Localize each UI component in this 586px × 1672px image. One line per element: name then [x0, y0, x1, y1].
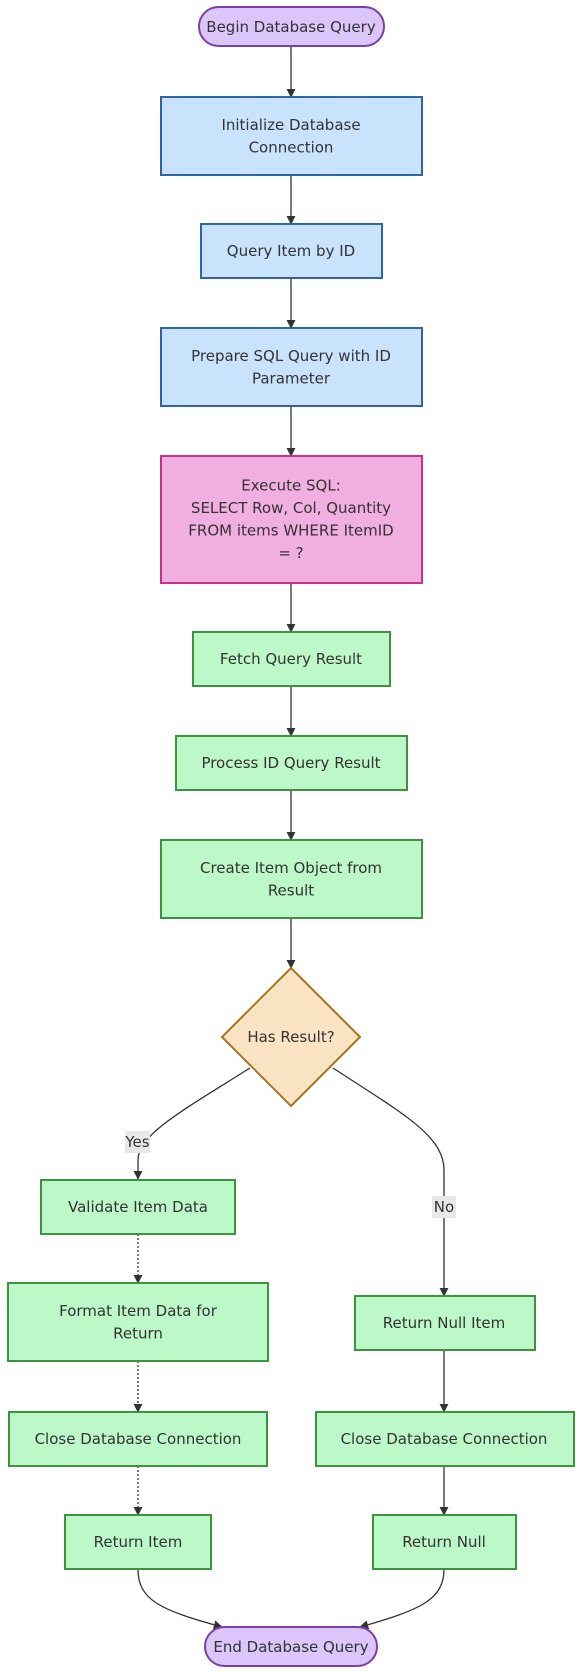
edge-label-no: No	[434, 1198, 454, 1216]
node-label-line: Execute SQL:	[241, 476, 341, 494]
node-close-right-label: Close Database Connection	[341, 1430, 548, 1448]
node-process-result	[175, 735, 408, 791]
node-label-line: Close Database Connection	[341, 1430, 548, 1448]
node-init-connection	[160, 96, 423, 176]
node-label-line: Begin Database Query	[206, 18, 376, 36]
node-label-line: Return Null	[402, 1533, 486, 1551]
node-execute-sql	[160, 455, 423, 584]
node-label-line: Connection	[249, 138, 334, 156]
node-format	[7, 1282, 269, 1362]
node-validate-label: Validate Item Data	[68, 1198, 208, 1216]
node-label-line: Fetch Query Result	[220, 650, 362, 668]
node-return-null	[372, 1514, 517, 1570]
node-label-line: Has Result?	[247, 1028, 334, 1046]
node-prepare-sql-label: Prepare SQL Query with ID Parameter	[191, 347, 391, 388]
nodes: Begin Database Query Initialize Database…	[7, 6, 575, 1667]
node-fetch-result-label: Fetch Query Result	[220, 650, 362, 668]
node-fetch-result	[192, 631, 391, 687]
edge-decision-yes	[133, 1067, 251, 1180]
node-process-result-label: Process ID Query Result	[201, 754, 380, 772]
node-label-line: Initialize Database	[221, 116, 360, 134]
node-create-item	[160, 839, 423, 919]
node-label-line: Return	[113, 1324, 163, 1342]
node-close-left-label: Close Database Connection	[35, 1430, 242, 1448]
node-has-result-label: Has Result?	[247, 1028, 334, 1046]
node-begin	[198, 6, 385, 47]
node-label-line: Query Item by ID	[227, 242, 355, 260]
node-prepare-sql	[160, 327, 423, 407]
node-label-line: Prepare SQL Query with ID	[191, 347, 391, 365]
node-label-line: End Database Query	[213, 1638, 368, 1656]
node-label-line: Result	[268, 881, 314, 899]
node-label-line: Validate Item Data	[68, 1198, 208, 1216]
edge-return-item-end	[137, 1568, 223, 1630]
node-return-null-item-label: Return Null Item	[383, 1314, 506, 1332]
node-label-line: Return Null Item	[383, 1314, 506, 1332]
edges	[133, 46, 449, 1630]
node-return-item-label: Return Item	[94, 1533, 183, 1551]
edge-label-no-group: No	[432, 1196, 456, 1218]
edge-label-yes-group: Yes	[124, 1131, 150, 1153]
node-label-line: Parameter	[252, 369, 331, 387]
node-return-item	[64, 1514, 212, 1570]
node-label-line: = ?	[278, 544, 303, 562]
node-label-line: FROM items WHERE ItemID	[188, 521, 393, 539]
node-return-null-item	[354, 1295, 536, 1351]
node-label-line: Process ID Query Result	[201, 754, 380, 772]
node-query-item	[200, 223, 383, 279]
node-close-right	[315, 1411, 575, 1467]
node-label-line: Close Database Connection	[35, 1430, 242, 1448]
edge-decision-no	[332, 1067, 449, 1297]
edge-return-null-end	[359, 1568, 445, 1630]
node-return-null-label: Return Null	[402, 1533, 486, 1551]
node-end-label: End Database Query	[213, 1638, 368, 1656]
node-has-result-decision	[220, 966, 362, 1108]
node-end	[204, 1626, 378, 1667]
node-begin-label: Begin Database Query	[206, 18, 376, 36]
node-validate	[40, 1179, 236, 1235]
node-close-left	[8, 1411, 268, 1467]
edge-label-yes: Yes	[124, 1133, 149, 1151]
node-label-line: Create Item Object from	[200, 859, 382, 877]
node-label-line: Return Item	[94, 1533, 183, 1551]
node-query-item-label: Query Item by ID	[227, 242, 355, 260]
node-label-line: SELECT Row, Col, Quantity	[191, 499, 391, 517]
node-label-line: Format Item Data for	[59, 1302, 218, 1320]
